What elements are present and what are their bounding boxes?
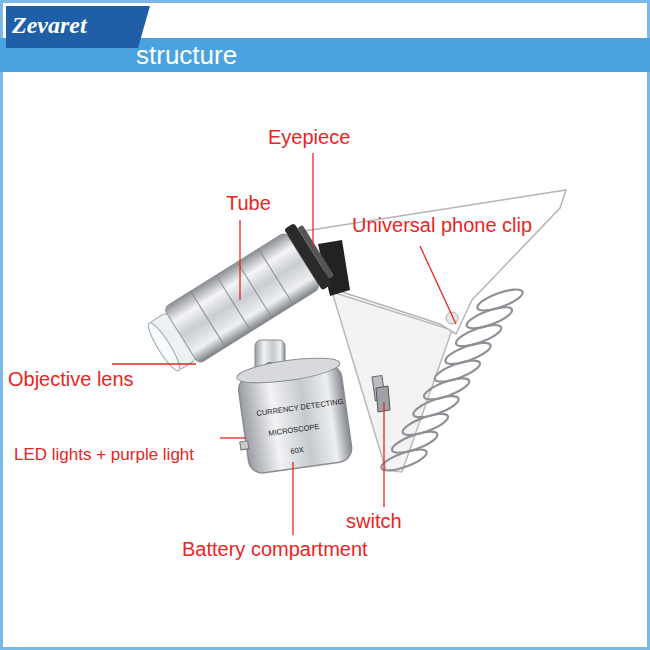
spring: [379, 285, 525, 475]
watermark: Zevaret: [12, 12, 87, 38]
spring-coil: [400, 410, 450, 440]
device-print: MICROSCOPE: [268, 423, 320, 438]
part-label: Eyepiece: [268, 126, 350, 148]
device-print: 60X: [290, 446, 304, 456]
part-label: LED lights + purple light: [14, 446, 194, 465]
part-label: Battery compartment: [182, 538, 368, 560]
spring-coil: [464, 303, 514, 333]
logo-box: [6, 6, 150, 48]
leader-lines: [112, 153, 456, 535]
spring-coil: [443, 339, 493, 369]
part-label: Objective lens: [8, 368, 134, 390]
part-label: Tube: [226, 192, 271, 214]
part-label: Universal phone clip: [352, 214, 532, 236]
switch-notch: [376, 386, 390, 412]
part-label: switch: [346, 510, 402, 532]
spring-coil: [432, 356, 482, 386]
device-print: CURRENCY DETECTING: [256, 398, 344, 418]
tube: [140, 220, 338, 381]
spring-coil: [422, 374, 472, 404]
spring-coil: [379, 445, 429, 475]
title: structure: [136, 41, 237, 70]
phone-clip: [298, 190, 566, 334]
spring-coil: [454, 321, 504, 351]
spring-coil: [390, 427, 440, 457]
battery-body: [229, 348, 393, 476]
spring-coil: [411, 392, 461, 422]
